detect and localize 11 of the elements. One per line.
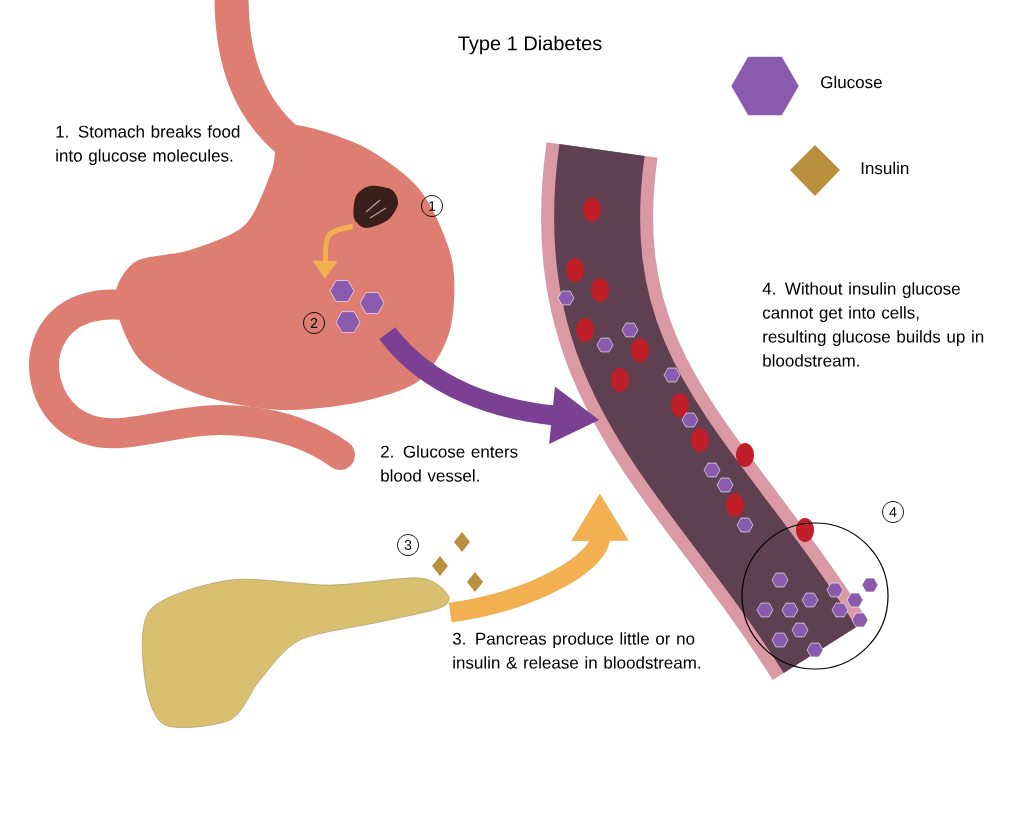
callout-number: 3 <box>397 534 419 556</box>
step-text: 2. Glucose enters blood vessel. <box>381 445 518 482</box>
food-drawing <box>353 185 399 228</box>
callout-number: 2 <box>303 312 325 334</box>
step-text: 1. Stomach breaks food into glucose molecules. <box>56 125 240 166</box>
legend-label: Glucose <box>821 75 882 89</box>
title: Type 1 Diabetes <box>458 35 602 55</box>
pancreas-drawing <box>142 577 450 728</box>
callout-number: 1 <box>421 195 443 217</box>
callout-number: 4 <box>882 501 904 523</box>
glucose-cluster-drawing <box>329 280 385 333</box>
